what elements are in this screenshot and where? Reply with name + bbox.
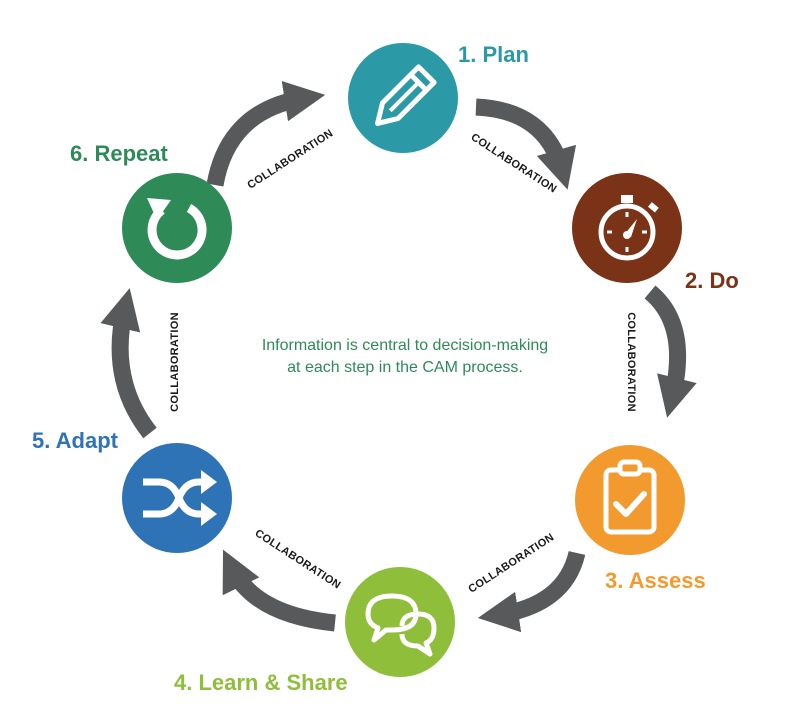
arrow-learn-to-adapt [222,549,336,632]
shuffle-arrows-icon [143,470,217,526]
do-circle [572,173,682,283]
repeat-circle [122,173,232,283]
center-description: Information is central to decision-makin… [210,335,600,379]
collaboration-label-repeat-plan: COLLABORATION [245,127,335,191]
step-label-assess: 3. Assess [605,568,706,593]
arrow-plan-to-do [475,98,577,190]
step-label-repeat: 6. Repeat [70,141,168,166]
collaboration-label-do-assess: COLLABORATION [625,312,637,412]
arrow-adapt-to-repeat [100,288,157,439]
circular-arrow-icon [147,198,207,260]
step-assess [575,445,685,555]
speech-bubbles-icon [365,593,437,657]
center-text-line-1: Information is central to decision-makin… [261,337,549,354]
collaboration-label-assess-learn: COLLABORATION [466,531,556,595]
step-do [572,173,682,283]
step-label-learn-share: 4. Learn & Share [174,670,348,695]
step-label-adapt: 5. Adapt [32,428,118,453]
center-text-line-2: at each step in the CAM process. [287,359,523,376]
arrow-assess-to-learn [477,550,586,633]
step-plan [348,43,458,153]
step-label-plan: 1. Plan [458,42,529,67]
step-learn-share [345,567,455,677]
collaboration-label-learn-adapt: COLLABORATION [253,527,343,591]
arrow-do-to-assess [644,285,697,418]
step-adapt [122,443,232,553]
step-label-do: 2. Do [685,268,739,293]
clipboard-check-icon [603,459,657,535]
assess-circle [575,445,685,555]
step-repeat [122,173,232,283]
pencil-icon [375,64,437,126]
collaboration-label-adapt-repeat: COLLABORATION [169,312,181,412]
arrow-repeat-to-plan [206,80,326,187]
stopwatch-icon [598,195,659,261]
